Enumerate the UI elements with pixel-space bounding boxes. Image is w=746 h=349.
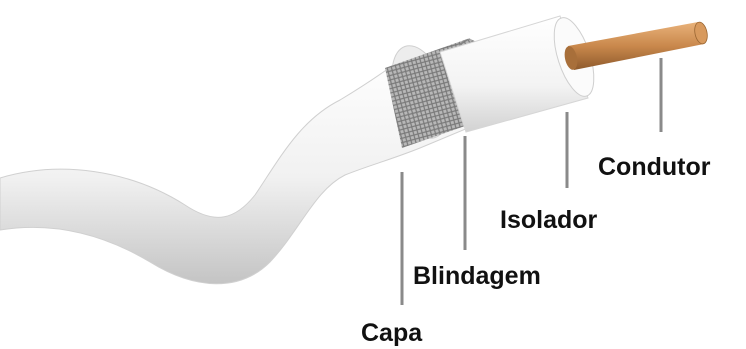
condutor-label: Condutor (598, 155, 710, 180)
isolador-label: Isolador (500, 208, 597, 233)
insulator-shape (440, 13, 602, 132)
capa-label: Capa (361, 321, 422, 346)
blindagem-label: Blindagem (413, 264, 541, 289)
conductor-shape (563, 21, 710, 71)
